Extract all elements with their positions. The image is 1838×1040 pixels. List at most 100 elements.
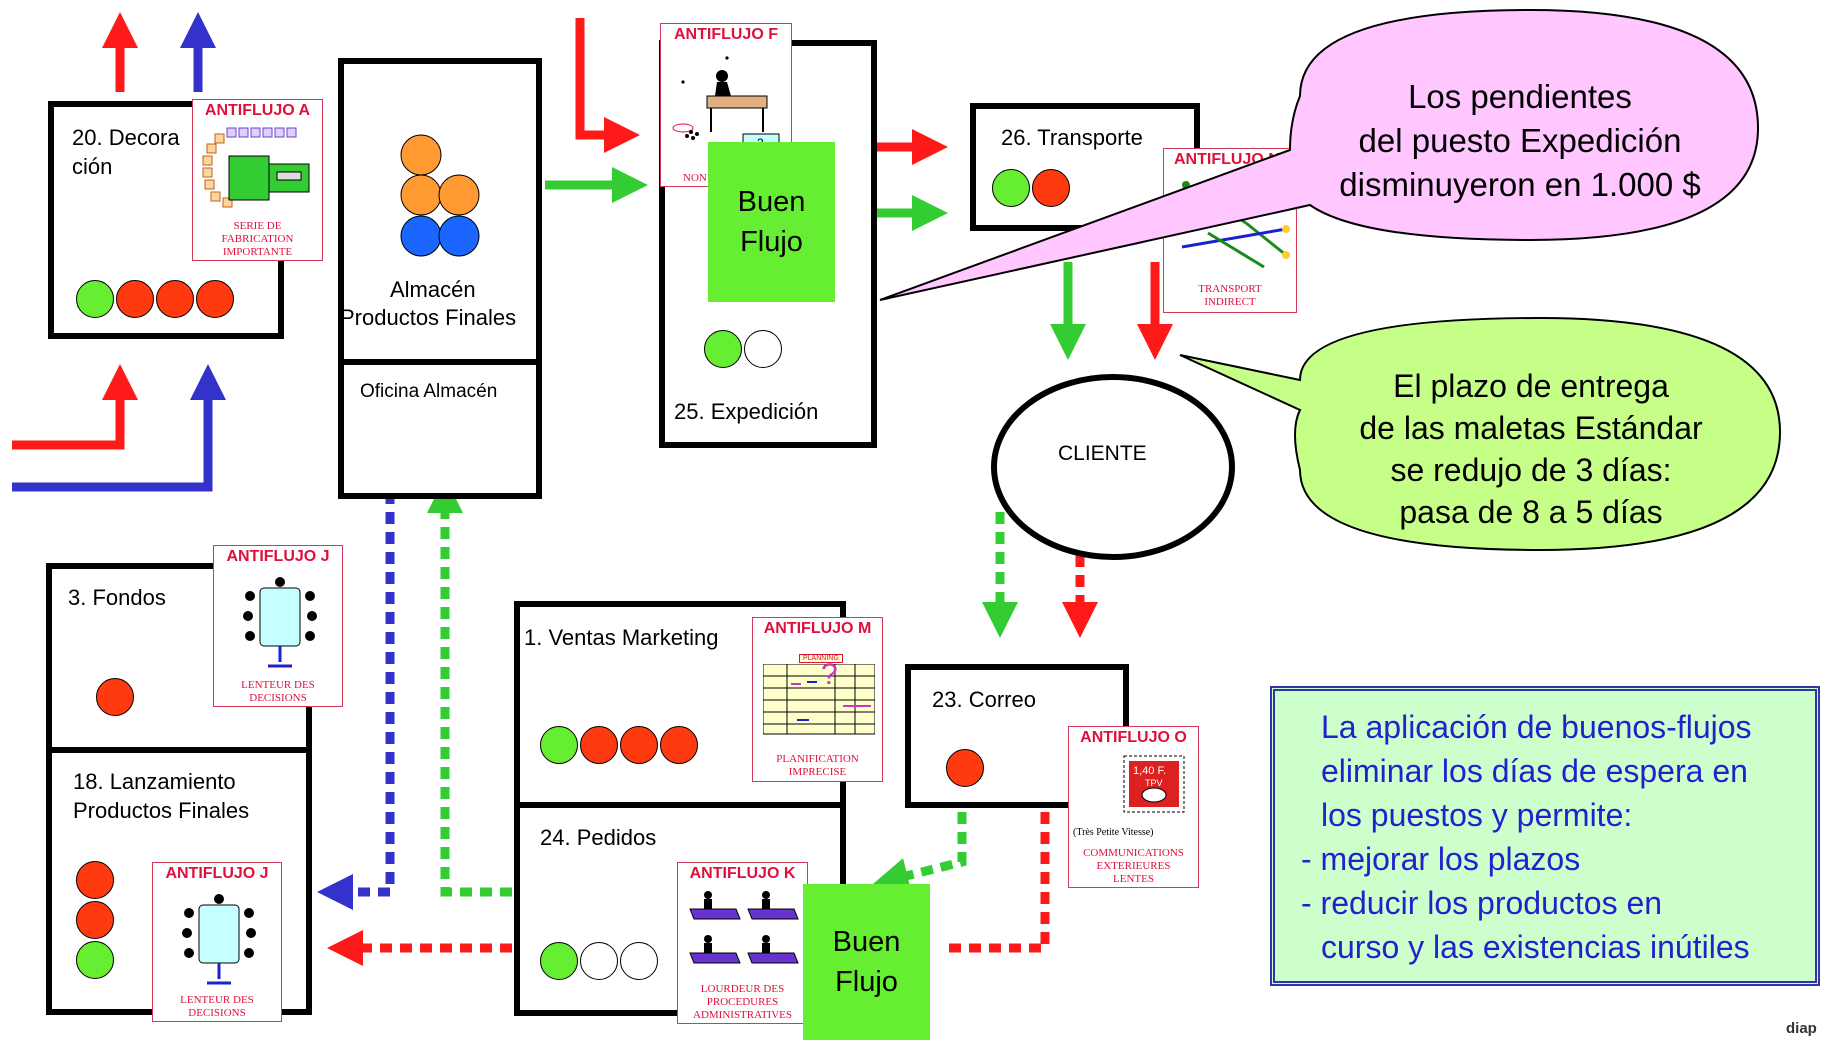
pedidos-label: 24. Pedidos [540,825,657,850]
light-green [540,942,578,980]
antiflujo-o-caption-2: EXTERIEURES [1096,860,1171,872]
green-bubble-line4: pasa de 8 a 5 días [1399,494,1663,530]
arrow-blue-in [12,364,226,492]
question-mark: ? [821,658,838,691]
lanzamiento-label-line1: 18. Lanzamiento [73,769,236,794]
antiflujo-j2-caption-1: LENTEUR DES [180,994,254,1006]
arrow-blue-almacen-lanzamiento [317,472,395,910]
light-red [196,280,234,318]
buen-flujo-line2: Flujo [740,226,803,258]
antiflujo-j1-caption-1: LENTEUR DES [241,679,315,691]
light-white [580,942,618,980]
antiflujo-k-caption-1: LOURDEUR DES [700,983,785,995]
office-desks-icon [689,891,799,964]
note-line-5: - reducir los productos en [1301,885,1663,921]
antiflujo-a-title: ANTIFLUJO A [204,102,311,119]
light-red [76,861,114,899]
light-green [76,941,114,979]
antiflujo-a-caption-3: IMPORTANTE [222,246,293,258]
green-bubble-line3: se redujo de 3 días: [1390,452,1672,488]
antiflujo-m-card: ANTIFLUJO M PLANNING ? PLANIFICATION IMP… [752,617,883,782]
meeting-table-icon [243,577,317,668]
antiflujo-m-caption-2: IMPRECISE [788,766,847,778]
stamp-code: TPV [1145,778,1163,788]
light-red [660,726,698,764]
green-bubble-line2: de las maletas Estándar [1359,410,1703,446]
expedicion-label: 25. Expedición [674,399,819,424]
almacen-label-line1: Almacén [390,277,476,302]
light-red [1032,169,1070,207]
light-red [156,280,194,318]
light-white [620,942,658,980]
antiflujo-k-caption-2: PROCEDURES [706,996,779,1008]
conclusion-note: La aplicación de buenos-flujos eliminar … [1270,686,1820,986]
buen-flujo-line1: Buen [832,926,901,958]
postage-stamp-icon [1123,755,1185,813]
cliente-label: CLIENTE [1058,442,1147,465]
inventory-stack-icon [400,134,480,257]
decoracion-label-line1: 20. Decora [72,125,180,150]
antiflujo-k-caption-3: ADMINISTRATIVES [693,1009,792,1021]
antiflujo-j2-caption-2: DECISIONS [188,1007,246,1019]
antiflujo-f-title: ANTIFLUJO F [674,26,778,43]
stamp-price: 1,40 F. [1133,765,1167,777]
arrow-red-expedicion-in [575,18,640,153]
pink-bubble-line3: disminuyeron en 1.000 $ [1339,166,1701,203]
transporte-label: 26. Transporte [1001,125,1143,150]
planning-label: PLANNING [799,654,843,663]
light-red [116,280,154,318]
almacen-label-line2: Productos Finales [340,305,517,330]
light-red [946,749,984,787]
light-green [540,726,578,764]
antiflujo-j2-title: ANTIFLUJO J [165,865,269,882]
antiflujo-n-caption-2: INDIRECT [1204,296,1256,308]
correo-label: 23. Correo [932,687,1036,712]
oficina-almacen-label: Oficina Almacén [360,381,498,402]
pink-bubble-line1: Los pendientes [1408,78,1632,115]
antiflujo-j1-card: ANTIFLUJO J LENTEUR DES DECISIONS [213,545,343,707]
light-red [620,726,658,764]
note-line-1: La aplicación de buenos-flujos [1321,709,1752,745]
note-line-3: los puestos y permite: [1321,797,1633,833]
buen-flujo-line2: Flujo [835,966,898,998]
arrow-red-correo-pedidos [945,812,1050,953]
ventas-label: 1. Ventas Marketing [524,625,719,650]
arrow-red-in [12,364,138,450]
light-red [580,726,618,764]
antiflujo-k-title: ANTIFLUJO K [689,865,796,882]
lanzamiento-label-line2: Productos Finales [73,798,250,823]
antiflujo-n-caption-1: TRANSPORT [1198,283,1262,295]
light-white [744,330,782,368]
antiflujo-m-title: ANTIFLUJO M [763,620,872,637]
antiflujo-a-card: ANTIFLUJO A SERIE DE FABRICATION IMPORTA… [192,99,323,261]
antiflujo-k-card: ANTIFLUJO K LOURDEUR DES PROCEDURES ADMI… [677,862,808,1024]
note-line-4: - mejorar los plazos [1301,841,1581,877]
antiflujo-o-caption-3: LENTES [1113,873,1154,885]
station-oficina-almacen [338,359,542,499]
pink-bubble-line2: del puesto Expedición [1358,122,1682,159]
light-red [76,901,114,939]
antiflujo-o-title: ANTIFLUJO O [1080,729,1187,746]
green-bubble-line1: El plazo de entrega [1393,368,1669,404]
antiflujo-j1-caption-2: DECISIONS [249,692,307,704]
fondos-label: 3. Fondos [68,585,166,610]
antiflujo-f-caption: NON [683,172,707,184]
note-line-6: curso y las existencias inútiles [1321,929,1750,965]
production-line-icon [202,127,310,208]
antiflujo-j2-card: ANTIFLUJO J LENTEUR DES DECISIONS [152,862,282,1022]
antiflujo-a-caption-2: FABRICATION [221,233,294,245]
antiflujo-m-caption-1: PLANIFICATION [776,753,859,765]
planning-grid-icon [763,664,875,735]
station-almacen [338,58,542,366]
footer-text: diap [1786,1020,1817,1037]
antiflujo-a-caption-1: SERIE DE [233,220,282,232]
light-green [76,280,114,318]
note-line-2: eliminar los días de espera en [1321,753,1748,789]
buen-flujo-line1: Buen [737,186,806,218]
antiflujo-o-caption-1: COMMUNICATIONS [1083,847,1184,859]
